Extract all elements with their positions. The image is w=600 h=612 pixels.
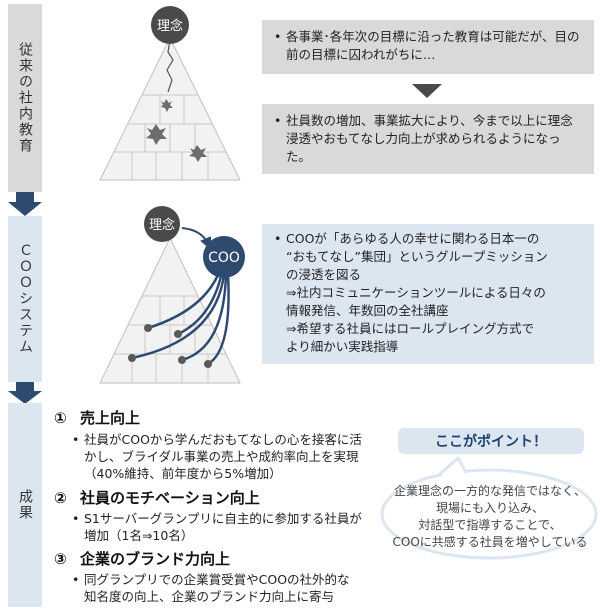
- philosophy-circle: [144, 206, 180, 242]
- sidebar-coo-system-label: ＣＯＯシステム: [17, 243, 33, 355]
- speech-bubble: [380, 456, 598, 560]
- down-triangle-icon: [412, 84, 442, 98]
- damage-mark: [146, 124, 167, 145]
- key-point-title: ここがポイント！: [398, 428, 584, 454]
- traditional-background-text: 社員数の増加、事業拡大により、今まで以上に理念浸透やおもてなし力向上が求められる…: [274, 112, 584, 166]
- coo-label: COO: [208, 250, 240, 266]
- coo-system-text: COOが「あらゆる人の幸せに関わる日本一の “おもてなし”集団」というグループミ…: [274, 230, 584, 356]
- down-arrow-icon: [8, 382, 42, 404]
- philosophy-circle: [151, 6, 189, 44]
- philosophy-label: 理念: [149, 217, 175, 233]
- sidebar-traditional-label: 従来の社内教育: [17, 42, 33, 154]
- traditional-pyramid: 理念: [99, 6, 241, 181]
- coo-reach-lines: [131, 269, 230, 366]
- damage-mark: [189, 145, 207, 162]
- damage-mark: [161, 99, 173, 112]
- traditional-background-box: 社員数の増加、事業拡大により、今まで以上に理念浸透やおもてなし力向上が求められる…: [262, 104, 594, 174]
- employee-dots: [128, 324, 212, 368]
- down-arrow-icon: [8, 192, 42, 216]
- coo-pyramid: 理念 COO: [99, 206, 245, 384]
- result-2-bullet: S1サーバーグランプリに自主的に参加する社員が 増加（1名⇒10名）: [72, 510, 362, 544]
- key-point-text: 企業理念の一方的な発信ではなく、 現場にも入り込み、 対話型で指導することで、 …: [392, 484, 588, 549]
- sidebar-coo-system: ＣＯＯシステム: [8, 216, 42, 382]
- sidebar-results: 成果: [8, 403, 42, 607]
- sidebar-traditional: 従来の社内教育: [8, 4, 42, 192]
- coo-system-box: COOが「あらゆる人の幸せに関わる日本一の “おもてなし”集団」というグループミ…: [262, 224, 594, 364]
- crack-line: [166, 39, 174, 93]
- coo-circle: [203, 236, 245, 278]
- traditional-issue-box: 各事業･各年次の目標に沿った教育は可能だが、目の前の目標に囚われがちに…: [262, 20, 594, 74]
- traditional-issue-text: 各事業･各年次の目標に沿った教育は可能だが、目の前の目標に囚われがちに…: [274, 28, 584, 64]
- philosophy-label: 理念: [157, 18, 183, 34]
- sidebar-results-label: 成果: [17, 489, 33, 521]
- philosophy-to-coo-arrow: [181, 227, 212, 250]
- result-3-bullet: 同グランプリでの企業賞受賞やCOOの社外的な 知名度の向上、企業のブランド力向上…: [72, 571, 350, 605]
- result-1-bullet: 社員がCOOから学んだおもてなしの心を接客に活 かし、ブライダル事業の売上や成約…: [72, 431, 362, 482]
